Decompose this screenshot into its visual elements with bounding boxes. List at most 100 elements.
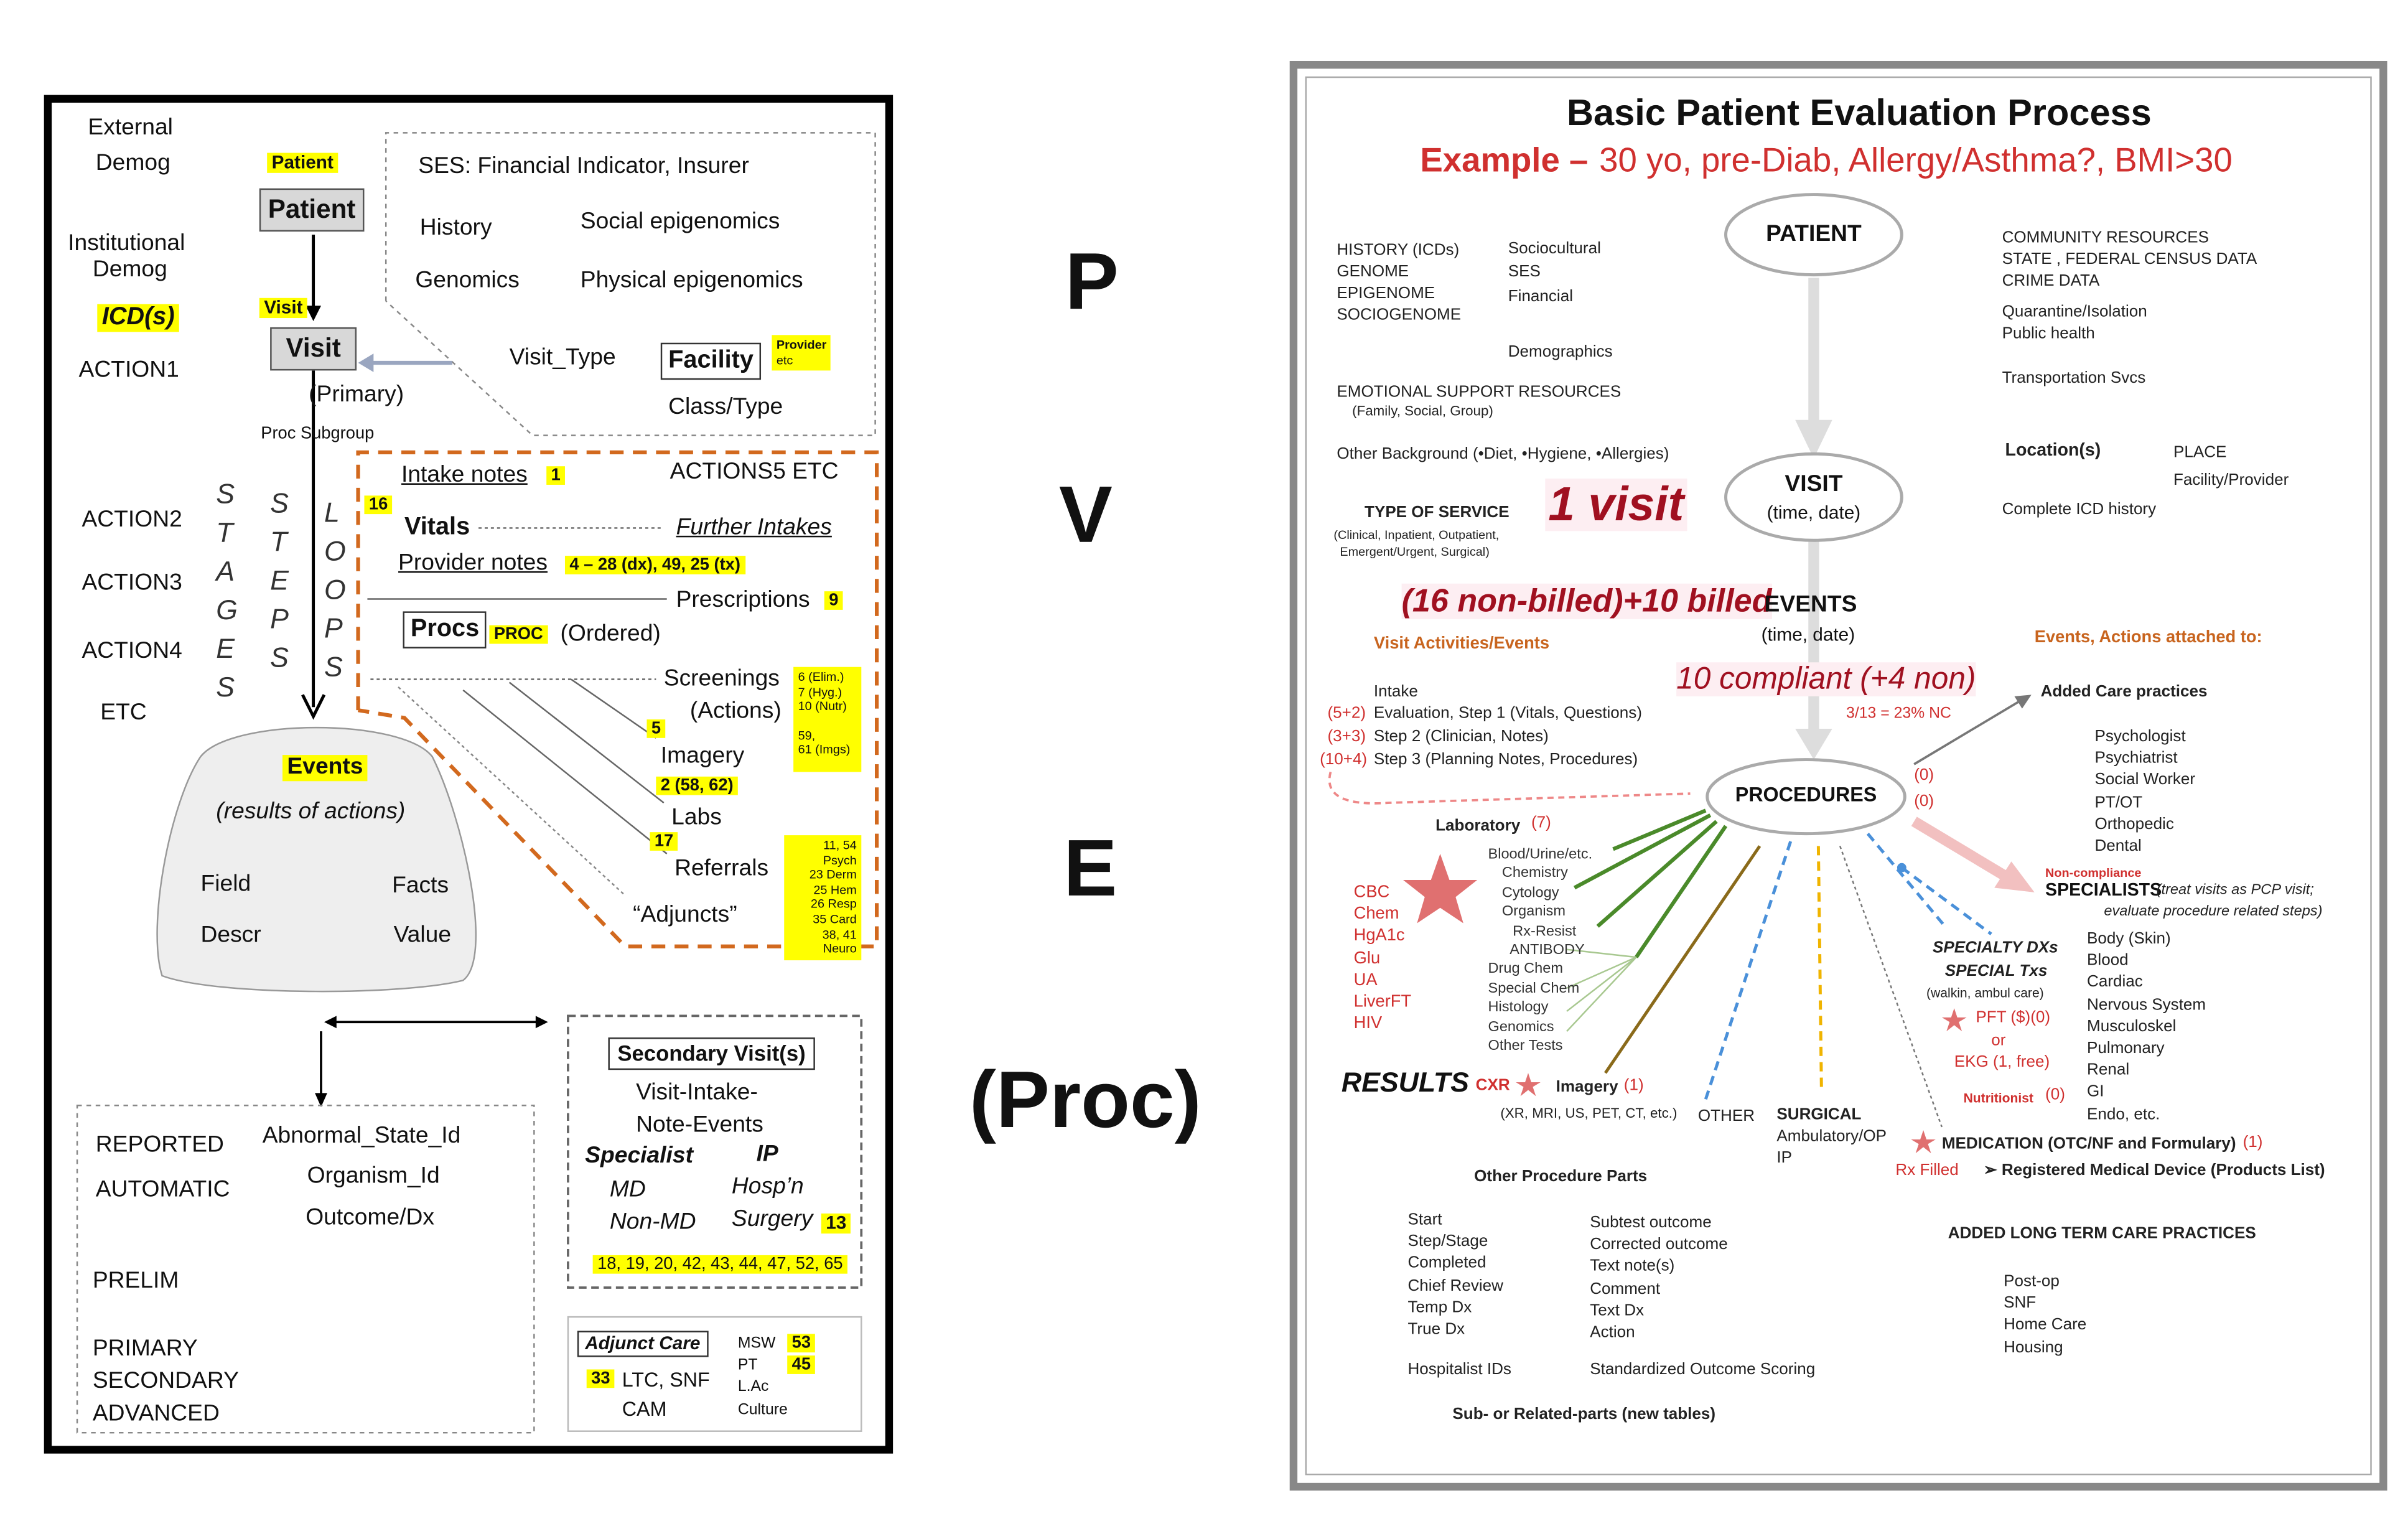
standardized-label: Standardized Outcome Scoring	[1590, 1360, 1816, 1379]
care-item: Psychologist	[2094, 727, 2186, 746]
visit-tag: Visit	[259, 297, 307, 319]
ltc-item: SNF	[2004, 1294, 2037, 1313]
intake-notes-label: Intake notes	[401, 461, 528, 488]
prescriptions-num: 9	[824, 591, 843, 611]
visit-node	[1724, 452, 1903, 542]
demog-label: Demog	[95, 149, 170, 176]
socio-item: SES	[1508, 262, 1541, 281]
lab-result: LiverFT	[1353, 993, 1412, 1011]
secondary-caps-label: SECONDARY	[92, 1367, 239, 1395]
zero-count: (0)	[1914, 792, 1934, 811]
events-blob	[156, 726, 477, 993]
care-item: Psychiatrist	[2094, 749, 2178, 768]
lab-test: Histology	[1488, 999, 1549, 1016]
specialist-item: Cardiac	[2087, 973, 2143, 992]
actions5-label: ACTIONS5 ETC	[670, 458, 839, 485]
action1-label: ACTION1	[78, 357, 179, 383]
provider-tag-etc: etc	[776, 353, 793, 367]
device-label: ➢ Registered Medical Device (Products Li…	[1983, 1161, 2325, 1180]
secondary-visits-box: Secondary Visit(s)	[608, 1037, 815, 1071]
part-item: Comment	[1590, 1279, 1661, 1298]
icd-tag: ICD(s)	[97, 304, 180, 332]
part-item: Text Dx	[1590, 1301, 1645, 1320]
procs-box: Procs	[403, 611, 487, 648]
example-label: Example –	[1420, 140, 1589, 179]
lab-result: HIV	[1353, 1014, 1383, 1034]
imagery-nums: 2 (58, 62)	[656, 776, 739, 795]
step-count: (3+3)	[1327, 727, 1366, 746]
letter: E	[270, 564, 289, 596]
hospn-label: Hosp’n	[731, 1173, 804, 1200]
primary-caps-label: PRIMARY	[92, 1335, 198, 1362]
public-item: Quarantine/Isolation	[2002, 302, 2147, 322]
num-17: 17	[650, 832, 678, 851]
prescriptions-label: Prescriptions	[676, 586, 810, 613]
device-text: Registered Medical Device (Products List…	[2001, 1161, 2325, 1180]
visit-node-label: VISIT	[1785, 470, 1843, 497]
num-33: 33	[586, 1369, 615, 1388]
history-item: EPIGENOME	[1337, 284, 1435, 303]
specialist-item: GI	[2087, 1083, 2104, 1102]
history-label: History	[419, 214, 492, 241]
actions-paren-label: (Actions)	[689, 698, 782, 724]
letter: P	[324, 612, 343, 644]
specialist-item: Body (Skin)	[2087, 929, 2171, 948]
lab-test: ANTIBODY	[1510, 942, 1585, 959]
community-item: STATE , FEDERAL CENSUS DATA	[2002, 250, 2257, 269]
imagery-count: (1)	[1623, 1076, 1644, 1095]
lab-test: Organism	[1501, 903, 1566, 921]
compliant-label: 10 compliant (+4 non)	[1676, 662, 1976, 696]
part-item: Chief Review	[1407, 1276, 1503, 1295]
cam-label: CAM	[622, 1397, 667, 1421]
procedures-node-label: PROCEDURES	[1735, 782, 1877, 806]
part-item: Corrected outcome	[1590, 1235, 1728, 1254]
referral-num: 38, 41 Neuro	[822, 927, 857, 957]
screening-num: 10 (Nutr)	[798, 700, 847, 714]
social-epigenomics-label: Social epigenomics	[580, 208, 780, 235]
ltc-snf-label: LTC, SNF	[622, 1367, 710, 1392]
type-of-service-sub: (Clinical, Inpatient, Outpatient,	[1333, 528, 1500, 542]
ses-label: SES: Financial Indicator, Insurer	[418, 152, 749, 179]
letter: O	[324, 574, 346, 606]
letter: S	[270, 642, 289, 673]
referral-num: 23 Derm	[809, 868, 857, 882]
events-time-label: (time, date)	[1761, 624, 1855, 645]
screenings-label: Screenings	[663, 665, 780, 692]
specialist-item: Pulmonary	[2087, 1039, 2165, 1058]
step-count: (10+4)	[1320, 750, 1368, 769]
specialist-item: Renal	[2087, 1060, 2130, 1080]
ltc-item: Home Care	[2004, 1316, 2087, 1335]
lab-test: Chemistry	[1501, 865, 1568, 882]
advanced-label: ADVANCED	[92, 1400, 220, 1427]
class-type-label: Class/Type	[668, 393, 783, 420]
adjuncts-label: “Adjuncts”	[633, 901, 737, 928]
visit-type-arrow	[358, 353, 374, 372]
step-text: Step 2 (Clinician, Notes)	[1373, 727, 1549, 746]
other-label: OTHER	[1697, 1107, 1755, 1126]
care-item: Orthopedic	[2094, 815, 2174, 834]
actions-region	[356, 450, 879, 948]
descr-label: Descr	[200, 922, 261, 948]
labs-label: Labs	[671, 804, 722, 831]
visit-time-label: (time, date)	[1766, 502, 1861, 523]
specialist-item: Musculoskel	[2087, 1017, 2177, 1036]
vitals-label: Vitals	[404, 514, 470, 541]
letter: S	[216, 671, 235, 703]
part-item: Start	[1407, 1210, 1442, 1229]
prelim-label: PRELIM	[92, 1267, 179, 1294]
nutritionist-label: Nutritionist	[1963, 1090, 2034, 1106]
letter: S	[216, 479, 235, 510]
procedures-node	[1706, 758, 1906, 836]
socio-item: Financial	[1508, 287, 1574, 306]
num-53: 53	[787, 1334, 816, 1353]
provider-notes-nums: 4 – 28 (dx), 49, 25 (tx)	[564, 556, 745, 575]
surgical-sub: IP	[1776, 1148, 1793, 1167]
lab-test: Blood/Urine/etc.	[1488, 846, 1593, 863]
letter-e: E	[1063, 824, 1118, 914]
letter-p: P	[1065, 238, 1119, 327]
